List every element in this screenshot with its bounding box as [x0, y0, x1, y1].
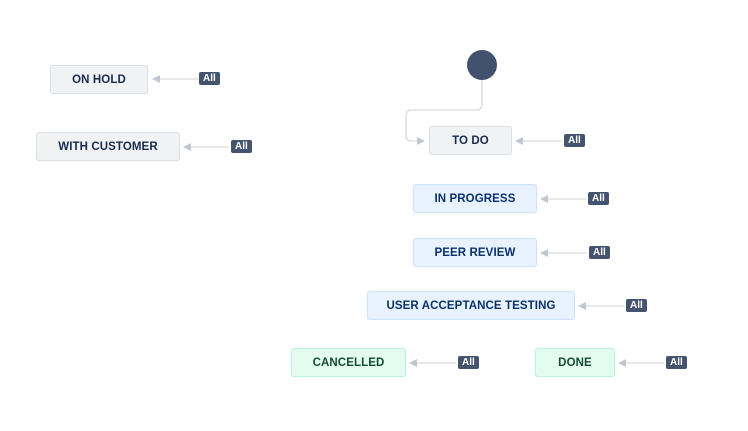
status-on-hold[interactable]: ON HOLD: [50, 65, 148, 94]
status-to-do[interactable]: TO DO: [429, 126, 512, 155]
start-node[interactable]: [467, 50, 497, 80]
status-in-progress[interactable]: IN PROGRESS: [413, 184, 537, 213]
all-transition-badge-done[interactable]: All: [666, 356, 687, 369]
initial-transition-line: [405, 80, 483, 145]
status-cancelled[interactable]: CANCELLED: [291, 348, 406, 377]
status-done[interactable]: DONE: [535, 348, 615, 377]
status-peer-review[interactable]: PEER REVIEW: [413, 238, 537, 267]
all-transition-badge-in-progress[interactable]: All: [588, 192, 609, 205]
all-transition-badge-with-customer[interactable]: All: [231, 140, 252, 153]
status-user-acceptance-testing[interactable]: USER ACCEPTANCE TESTING: [367, 291, 575, 320]
all-transition-badge-uat[interactable]: All: [626, 299, 647, 312]
all-transition-badge-cancelled[interactable]: All: [458, 356, 479, 369]
all-transition-badge-to-do[interactable]: All: [564, 134, 585, 147]
all-transition-badge-on-hold[interactable]: All: [199, 72, 220, 85]
all-transition-badge-peer-review[interactable]: All: [589, 246, 610, 259]
status-with-customer[interactable]: WITH CUSTOMER: [36, 132, 180, 161]
